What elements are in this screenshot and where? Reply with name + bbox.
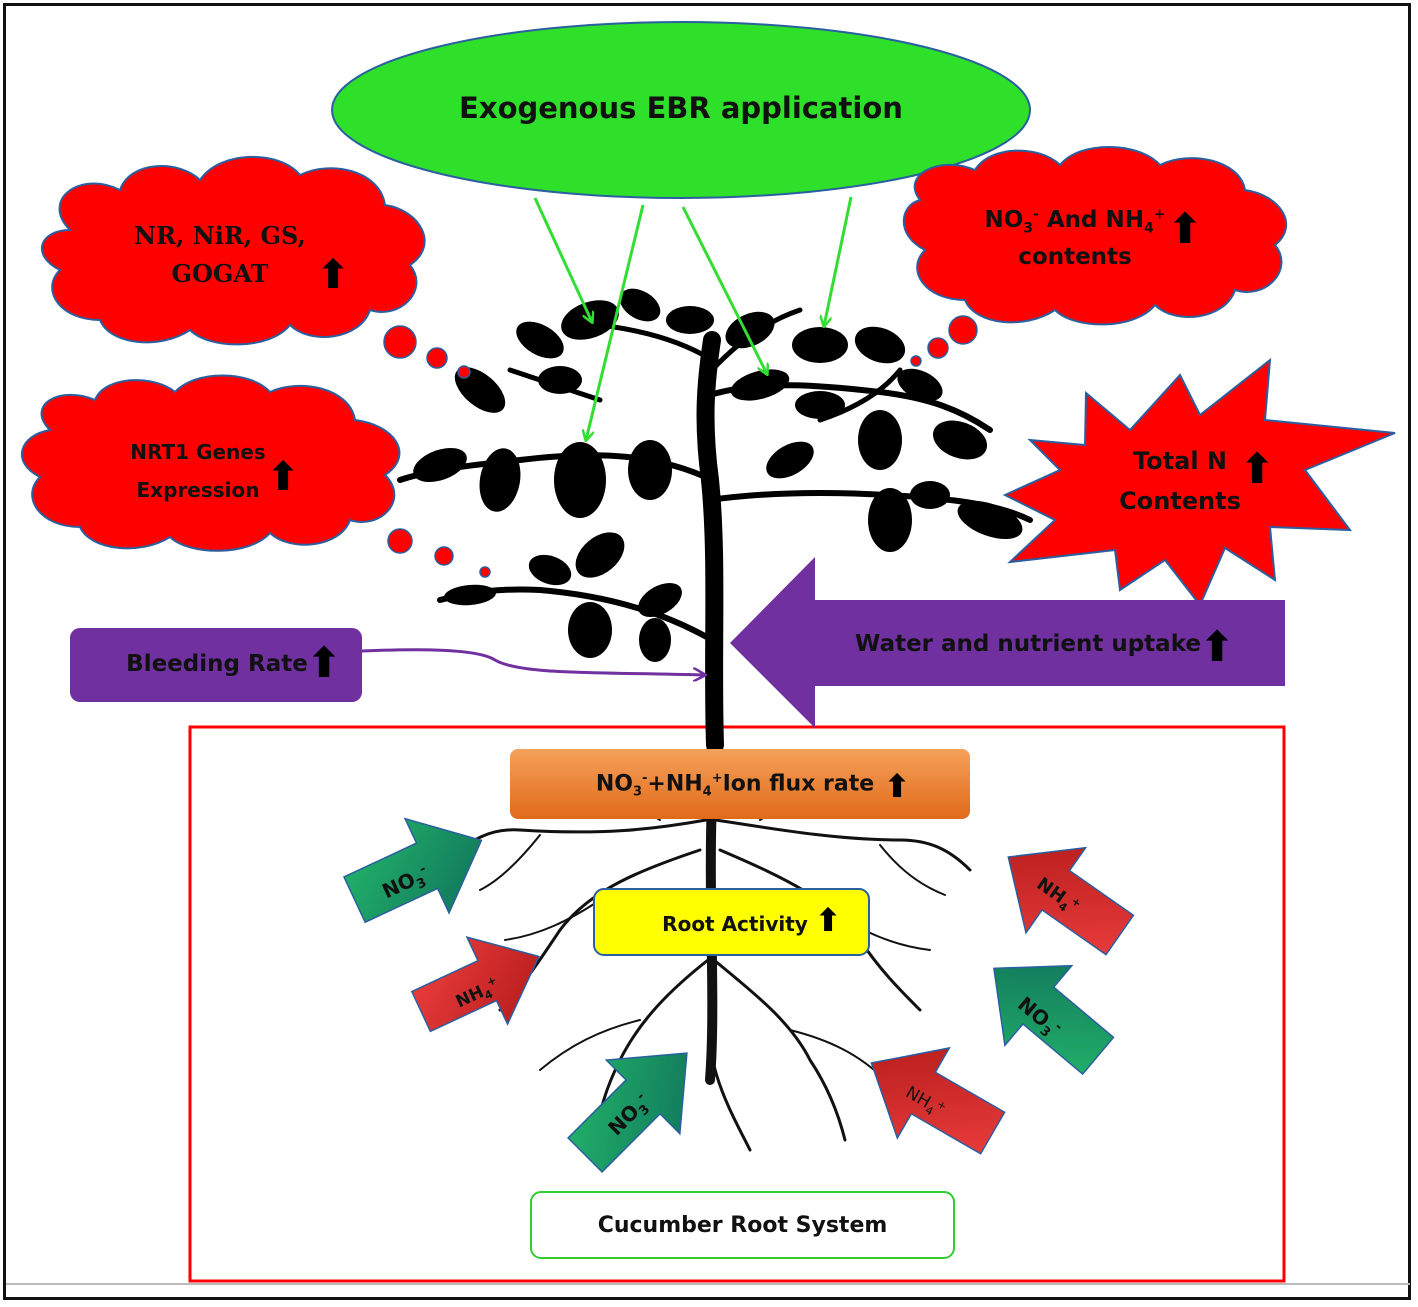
water-uptake-arrow (730, 557, 1285, 728)
root-activity-label: Root Activity (662, 912, 808, 936)
total-n-star (1002, 357, 1396, 607)
ebr-label: Exogenous EBR application (459, 91, 903, 125)
bottom-divider (6, 1283, 1410, 1285)
root-activity-up-icon: ⬆ (814, 901, 842, 939)
cloud-nrt1 (20, 374, 401, 552)
root-system-box (188, 725, 1286, 1283)
ion-flux-up-icon: ⬆ (883, 767, 911, 805)
cloud-contents (902, 146, 1288, 326)
bleeding-rate-arrow (361, 648, 705, 675)
water-uptake-label: Water and nutrient uptake (855, 631, 1201, 657)
root-system-label: Cucumber Root System (597, 1212, 888, 1238)
ebr-arrows (533, 196, 853, 440)
ebr-ellipse (331, 21, 1031, 199)
total-n-up-icon: ⬆ (1239, 443, 1275, 493)
ion-flux-label: NO3-+NH4+Ion flux rate (595, 770, 875, 800)
root-system-label-box (530, 1191, 955, 1259)
enzymes-label: NR, NiR, GS, GOGAT (134, 220, 306, 288)
bleeding-up-icon: ⬆ (306, 637, 342, 687)
nrt1-label: NRT1 Genes Expression (130, 440, 266, 502)
ion-flux-box (510, 749, 970, 819)
thought-bubbles (383, 315, 978, 578)
ion-arrow-shapes (342, 817, 1135, 1173)
contents-up-icon: ⬆ (1167, 203, 1203, 253)
bleeding-rate-label: Bleeding Rate (126, 651, 308, 677)
no3-nh4-contents-label: NO3- And NH4+ contents (984, 205, 1166, 270)
bleeding-rate-box (70, 628, 362, 702)
nrt1-up-icon: ⬆ (266, 454, 300, 500)
plant-leaves (413, 288, 1023, 662)
root-activity-box (593, 888, 870, 956)
total-n-label: Total N Contents (1119, 447, 1241, 515)
outer-frame (3, 3, 1411, 1300)
water-up-icon: ⬆ (1199, 621, 1235, 671)
enzymes-up-icon: ⬆ (316, 252, 350, 298)
cloud-enzymes (40, 155, 426, 346)
